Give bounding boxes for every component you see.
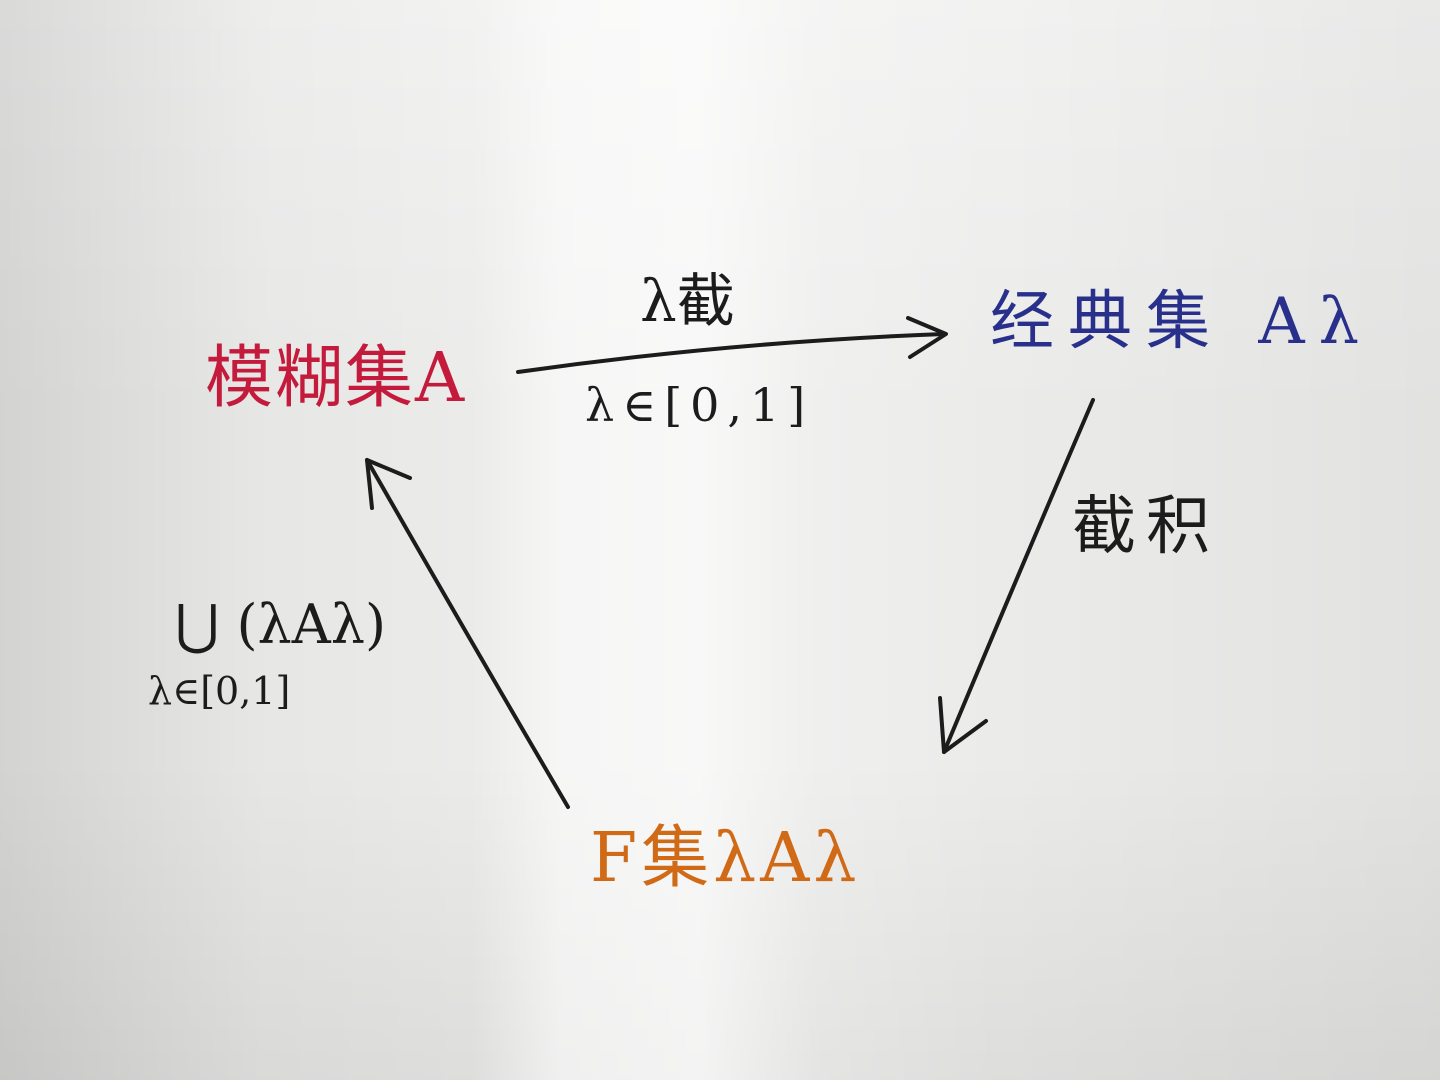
edge-cut-range: λ∈[0,1] <box>585 378 814 432</box>
arrow-classic-to-fset-shaft <box>942 398 1095 754</box>
arrow-classic-to-fset <box>938 398 1095 754</box>
arrow-fuzzy-to-classic-head <box>906 316 948 359</box>
arrow-fuzzy-to-classic <box>516 316 948 374</box>
node-f-set: F集λAλ <box>590 819 861 898</box>
arrow-fset-to-fuzzy-shaft <box>365 458 570 809</box>
edge-union-label: ⋃ (λAλ) <box>175 593 387 656</box>
arrow-fset-to-fuzzy-head <box>365 458 412 510</box>
node-fuzzy-set: 模糊集A <box>205 339 467 418</box>
edge-cut-product-label: 截积 <box>1072 490 1220 564</box>
arrow-fuzzy-to-classic-shaft <box>516 332 946 374</box>
edge-union-range: λ∈[0,1] <box>148 669 291 713</box>
edge-cut-label: λ截 <box>640 267 735 335</box>
arrow-fset-to-fuzzy <box>365 458 570 809</box>
arrow-classic-to-fset-head <box>938 696 988 754</box>
node-classic-set: 经典集 Aλ <box>990 285 1374 359</box>
